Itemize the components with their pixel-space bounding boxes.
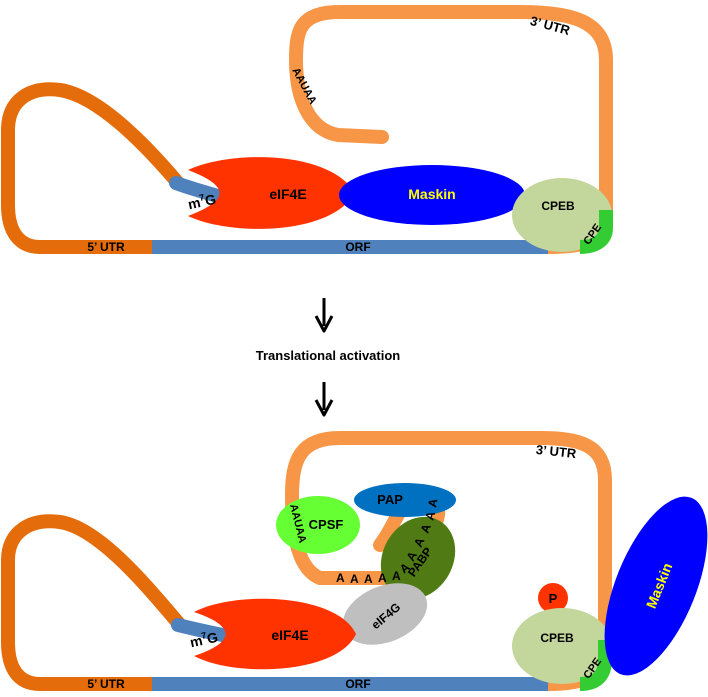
transition: Translational activation	[256, 298, 401, 417]
polya-letter: A	[422, 509, 438, 521]
top-cap-g: G	[203, 191, 217, 209]
polya-letter: A	[392, 569, 401, 583]
bottom-phospho-label: P	[549, 591, 558, 606]
polya-letter: A	[378, 571, 387, 585]
bottom-eif4e-shape	[194, 598, 356, 670]
down-arrow-1-icon	[314, 298, 334, 333]
bottom-cpe-segment	[579, 640, 612, 691]
top-cpe-segment	[579, 210, 613, 254]
top-5utr-strand	[1, 82, 185, 254]
step-label: Translational activation	[256, 348, 401, 363]
bottom-cpsf-label: CPSF	[309, 517, 344, 532]
bottom-maskin-shape	[604, 496, 708, 676]
top-cap-sup: 7	[198, 192, 205, 203]
top-5utr-label: 5’ UTR	[87, 240, 125, 254]
polya-letter: A	[350, 572, 359, 586]
bottom-cap-g: G	[205, 629, 219, 647]
bottom-cpsf-shape	[276, 496, 360, 554]
bottom-cpeb-shape	[512, 608, 612, 684]
polya-letter: A	[364, 572, 373, 586]
top-orf-label: ORF	[345, 240, 370, 254]
bottom-cap-label: m7G	[188, 628, 219, 651]
repressed-state: 3’ UTR AAUAA m7G eIF4E Maskin CPEB CPE 5…	[1, 5, 613, 254]
bottom-pap-label: PAP	[377, 492, 403, 507]
bottom-5utr-strand	[1, 514, 187, 691]
bottom-cpeb-label: CPEB	[540, 631, 574, 645]
bottom-orf-label: ORF	[345, 677, 370, 691]
bottom-5utr-label: 5’ UTR	[87, 677, 125, 691]
top-cpeb-label: CPEB	[541, 199, 575, 213]
polya-letter: A	[425, 497, 440, 508]
bottom-pabp-shape	[380, 516, 456, 600]
polya-letter: A	[336, 571, 345, 585]
top-eif4e-shape	[188, 157, 355, 229]
top-3utr-strand	[289, 5, 613, 232]
bottom-eif4g-shape	[342, 583, 428, 645]
bottom-phospho-shape	[538, 583, 568, 613]
top-eif4e-label: eIF4E	[269, 186, 306, 202]
down-arrow-2-icon	[314, 382, 334, 417]
top-maskin-label: Maskin	[408, 186, 455, 202]
bottom-cap-m: m	[188, 632, 204, 650]
top-cpeb-shape	[512, 178, 612, 252]
top-maskin-shape	[339, 165, 525, 225]
bottom-pap-shape	[354, 483, 456, 517]
top-cap-label: m7G	[186, 190, 217, 213]
bottom-cap-sup: 7	[200, 630, 207, 641]
bottom-3utr-label: 3’ UTR	[535, 442, 577, 461]
top-cap-m: m	[186, 194, 202, 212]
bottom-eif4e-label: eIF4E	[271, 627, 308, 643]
